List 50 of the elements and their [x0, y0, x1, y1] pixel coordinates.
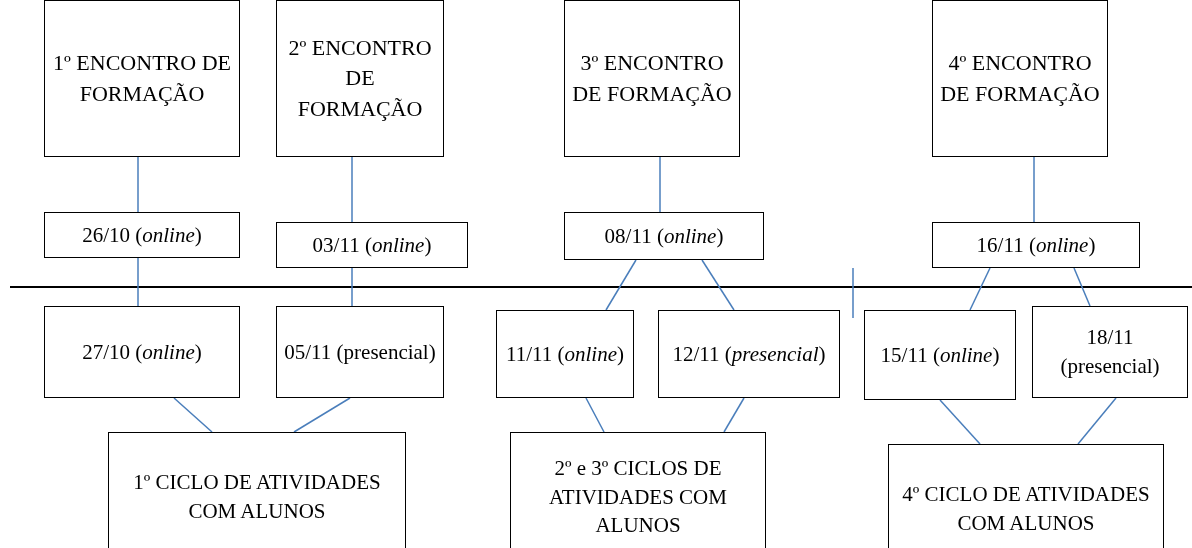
event-box: [864, 310, 1016, 400]
box-label: 2º ENCONTRO DE FORMAÇÃO: [287, 33, 433, 123]
connector-line: [1077, 397, 1117, 445]
event-box: [658, 310, 840, 398]
connector-line: [939, 399, 981, 445]
box-label: 27/10 (online): [82, 338, 202, 366]
box-label: 2º e 3º CICLOS DE ATIVIDADES COM ALUNOS: [548, 454, 728, 540]
connector-line: [723, 397, 745, 433]
connector-line: [969, 267, 991, 311]
box-label: 1º CICLO DE ATIVIDADES COM ALUNOS: [132, 469, 382, 525]
box-label: 03/11 (online): [312, 231, 432, 259]
box-label: 08/11 (online): [604, 222, 724, 250]
event-box: [276, 306, 444, 398]
event-box: [44, 306, 240, 398]
event-box: [276, 0, 444, 157]
connector-line: [293, 397, 351, 433]
box-label: 18/11 (presencial): [1059, 324, 1161, 380]
box-label: 11/11 (online): [506, 340, 624, 368]
connector-line: [351, 267, 353, 307]
box-label: 26/10 (online): [82, 221, 202, 249]
event-box: [276, 222, 468, 268]
box-label: 4º ENCONTRO DE FORMAÇÃO: [939, 49, 1101, 108]
connector-line: [1033, 156, 1035, 223]
event-box: [44, 212, 240, 258]
event-box: [496, 310, 634, 398]
box-label: 3º ENCONTRO DE FORMAÇÃO: [571, 49, 733, 108]
connector-line: [137, 156, 139, 213]
box-label: 12/11 (presencial): [672, 340, 826, 368]
event-box: [1032, 306, 1188, 398]
box-label: 05/11 (presencial): [284, 338, 436, 366]
connector-line: [701, 259, 735, 311]
box-label: 4º CICLO DE ATIVIDADES COM ALUNOS: [901, 481, 1151, 537]
box-label: 15/11 (online): [880, 341, 1000, 369]
event-box: [932, 0, 1108, 157]
box-label: 1º ENCONTRO DE FORMAÇÃO: [52, 49, 232, 108]
connector-line: [659, 156, 661, 213]
connector-line: [137, 257, 139, 307]
connector-line: [605, 259, 637, 311]
event-box: [932, 222, 1140, 268]
connector-line: [585, 397, 605, 433]
event-box: [564, 212, 764, 260]
event-box: [44, 0, 240, 157]
connector-line: [1073, 267, 1091, 307]
event-box: [510, 432, 766, 548]
event-box: [564, 0, 740, 157]
event-box: [108, 432, 406, 548]
box-label: 16/11 (online): [976, 231, 1096, 259]
connector-line: [351, 156, 353, 223]
connector-line: [173, 397, 213, 433]
event-box: [888, 444, 1164, 548]
